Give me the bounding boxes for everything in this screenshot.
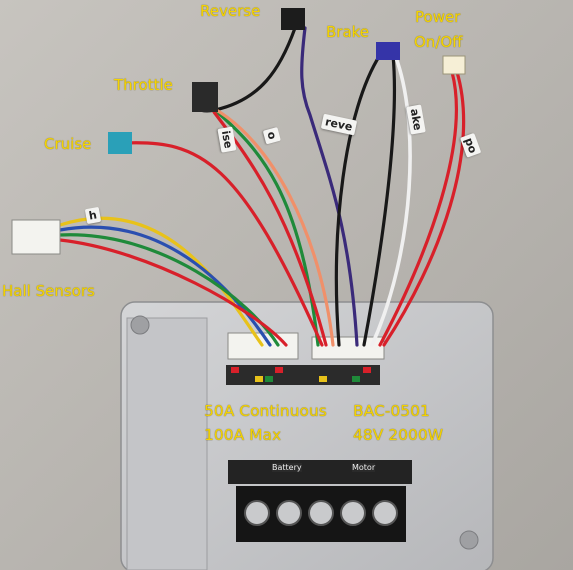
terminal-screw: [308, 500, 334, 526]
label-reverse: Reverse: [200, 2, 261, 20]
terminal-screw: [244, 500, 270, 526]
label-hall-sensors: Hall Sensors: [2, 282, 95, 300]
cruise-plug: [108, 132, 132, 154]
label-cruise: Cruise: [44, 135, 92, 153]
spec-continuous: 50A Continuous: [204, 402, 327, 420]
power-plug: [442, 55, 466, 75]
terminal-screw: [276, 500, 302, 526]
terminal-label-panel: [228, 460, 412, 484]
terminal-screws: [244, 500, 404, 530]
spec-model: BAC-0501: [353, 402, 430, 420]
reverse-plug: [281, 8, 305, 30]
brake-plug: [376, 42, 400, 60]
motor-label: Motor: [352, 463, 376, 472]
throttle-plug: [192, 82, 218, 112]
terminal-screw: [340, 500, 366, 526]
battery-label: Battery: [272, 463, 302, 472]
pin-legend-strip: [226, 365, 380, 385]
spec-rating: 48V 2000W: [353, 426, 444, 444]
label-power: Power: [415, 8, 461, 26]
label-brake: Brake: [326, 23, 370, 41]
terminal-screw: [372, 500, 398, 526]
hall-plug: [11, 219, 61, 255]
wire-tag-hall: h: [84, 206, 102, 225]
label-throttle: Throttle: [114, 76, 173, 94]
label-power-sub: On/Off: [414, 33, 463, 51]
spec-max: 100A Max: [204, 426, 282, 444]
